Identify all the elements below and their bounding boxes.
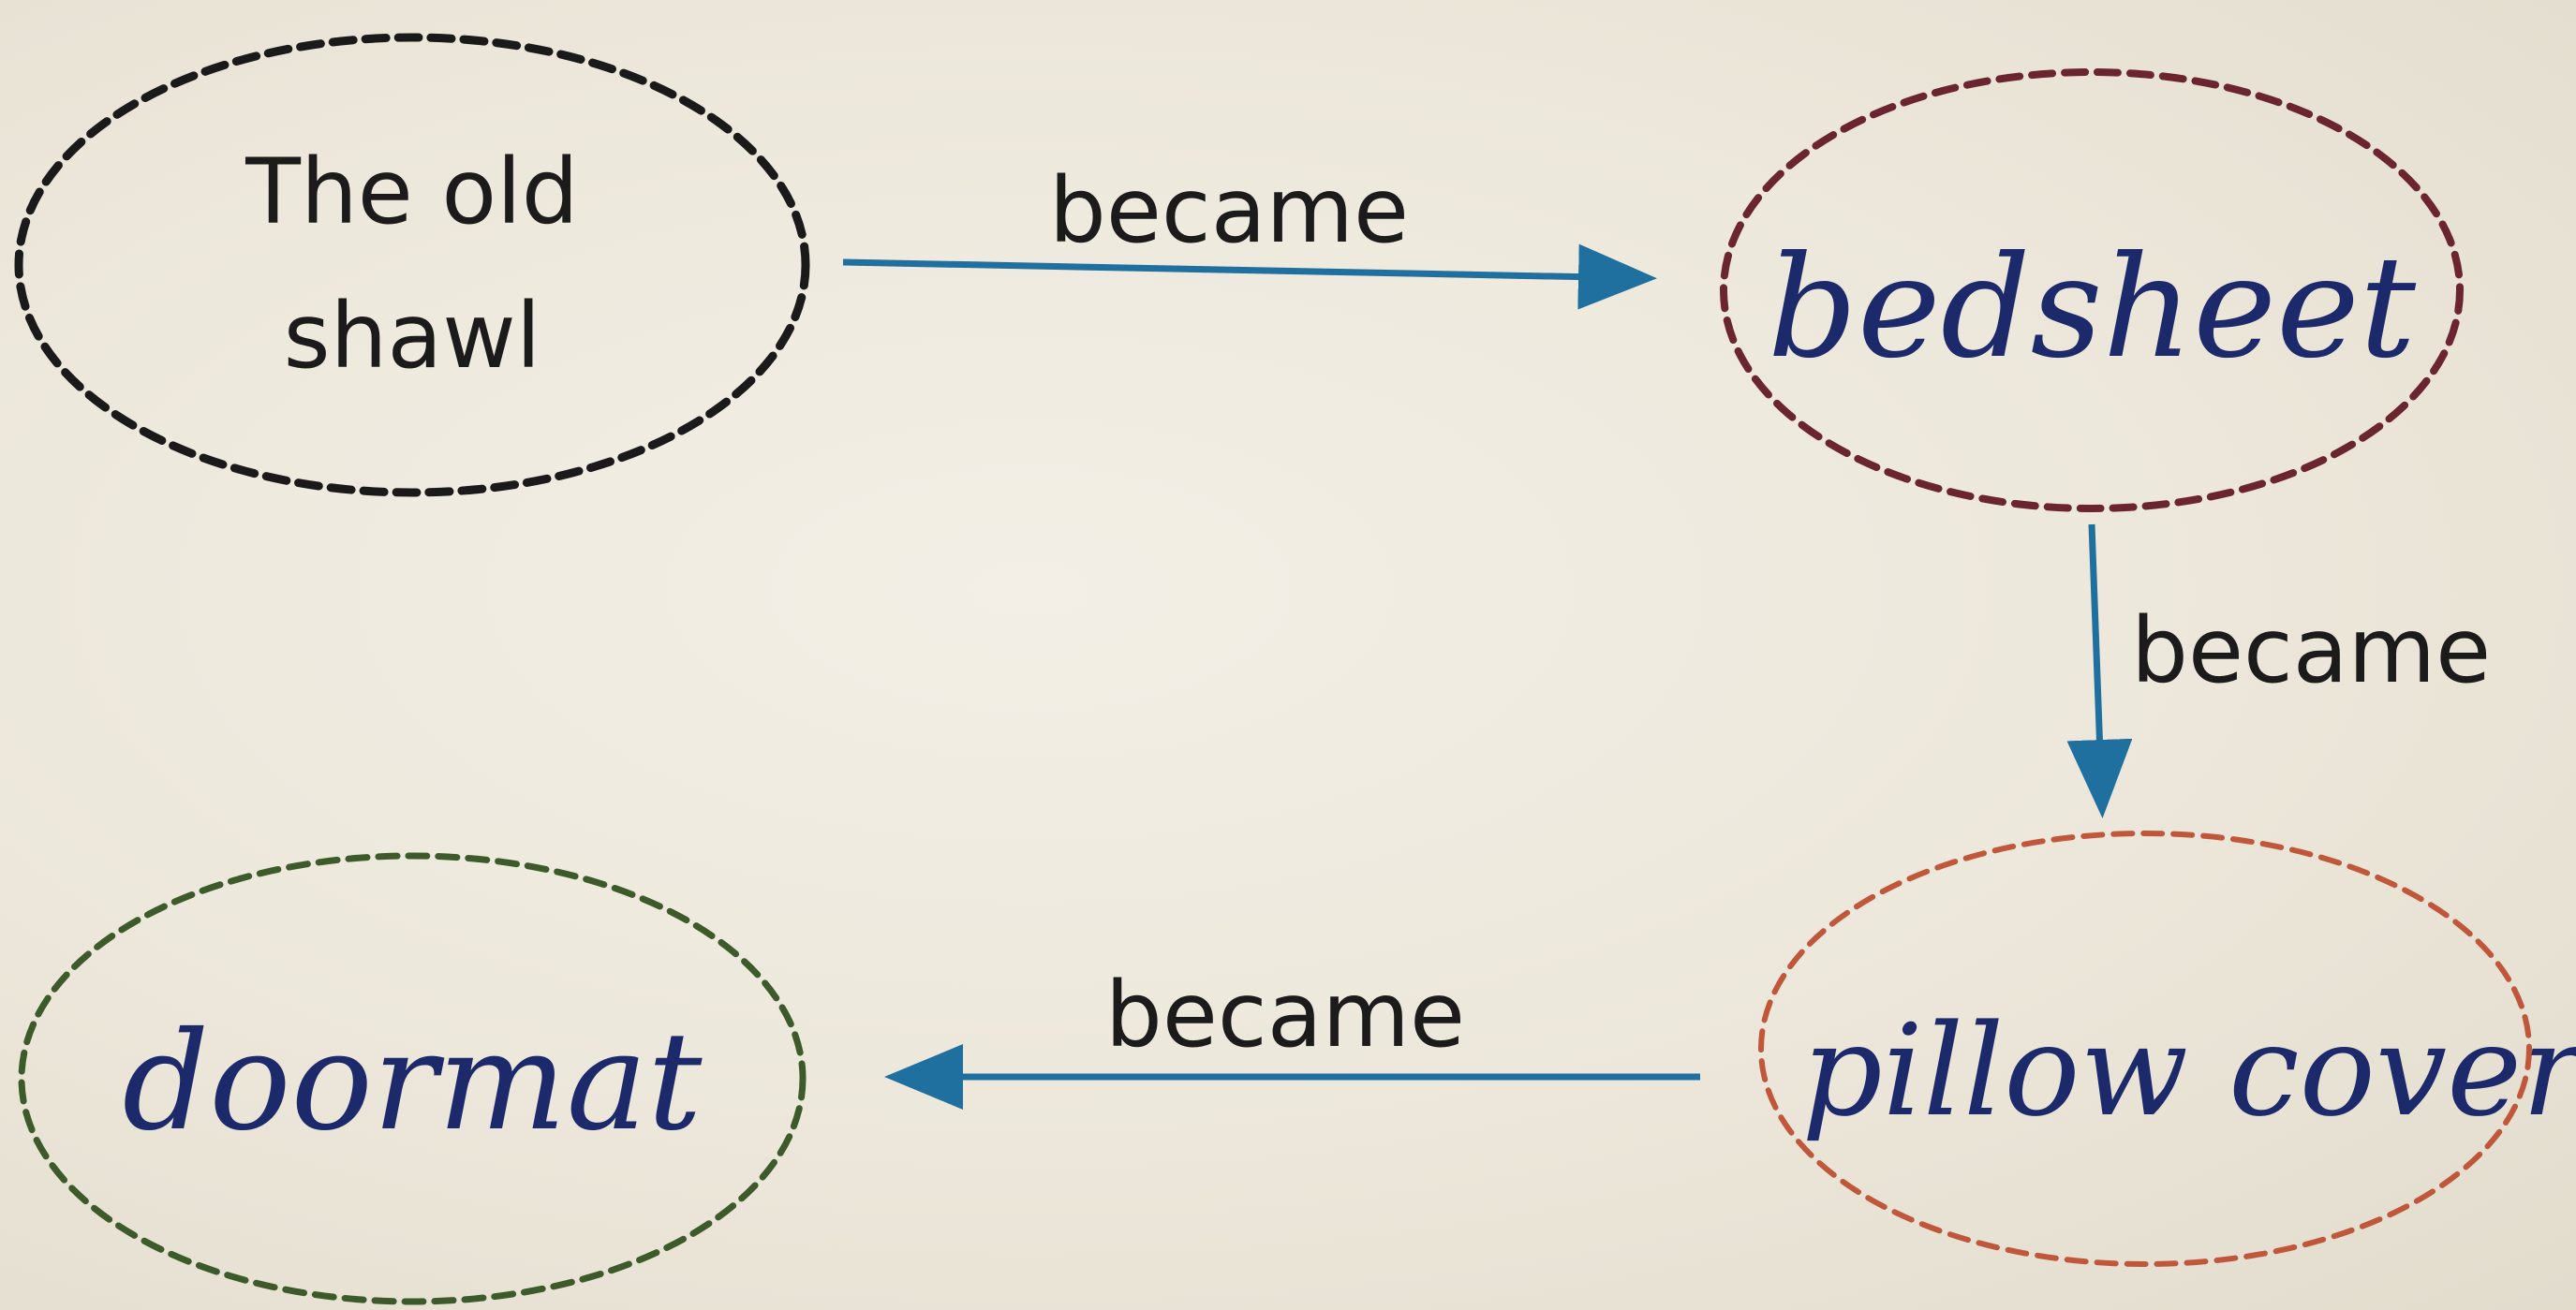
arrow-label: became <box>2131 598 2491 703</box>
arrow-shawl-to-bedsheet: became <box>842 158 1657 310</box>
node-pillow-cover-text: pillow cover <box>1801 997 2576 1144</box>
node-old-shawl-ellipse <box>14 33 810 497</box>
arrow-line <box>842 243 1657 310</box>
arrow-pillow-cover-to-doormat: became <box>884 963 1700 1110</box>
node-old-shawl: The old shawl <box>14 33 810 497</box>
arrow-label: became <box>1049 158 1409 263</box>
arrow-line <box>2066 523 2133 818</box>
node-bedsheet-text: bedsheet <box>1768 227 2417 390</box>
node-bedsheet: bedsheet <box>1720 68 2464 512</box>
arrow-bedsheet-to-pillow-cover: became <box>2066 523 2491 818</box>
node-pillow-cover-ellipse <box>1758 831 2532 1267</box>
node-pillow-cover: pillow cover <box>1758 831 2576 1267</box>
node-doormat: doormat <box>18 852 807 1305</box>
node-old-shawl-line2: shawl <box>284 284 541 389</box>
arrow-label: became <box>1105 963 1465 1067</box>
node-old-shawl-line1: The old <box>244 140 578 244</box>
node-doormat-ellipse <box>18 852 807 1305</box>
node-doormat-text: doormat <box>123 1003 703 1161</box>
node-bedsheet-ellipse <box>1720 68 2464 512</box>
